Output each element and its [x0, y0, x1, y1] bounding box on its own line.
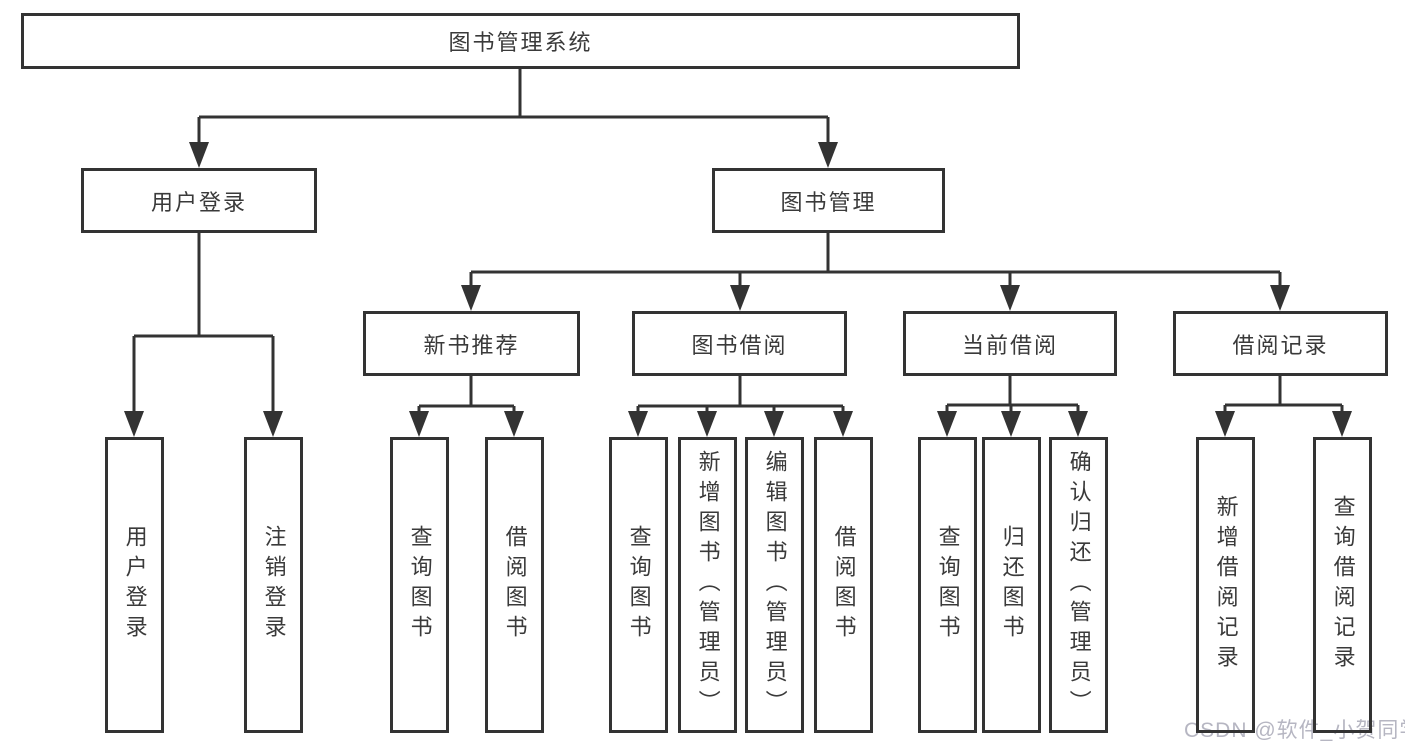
leaf-query-books-borrow: 查询图书 [609, 437, 668, 733]
node-new-book-recommendation-label: 新书推荐 [423, 332, 520, 358]
leaf-return-books: 归还图书 [982, 437, 1041, 733]
leaf-confirm-return-admin-label: 确认归还（管理员） [1066, 450, 1092, 720]
leaf-return-books-label: 归还图书 [999, 525, 1025, 645]
node-current-borrowing: 当前借阅 [903, 311, 1117, 376]
leaf-borrow-books: 借阅图书 [814, 437, 873, 733]
node-user-login: 用户登录 [81, 168, 317, 233]
node-borrowing-records: 借阅记录 [1173, 311, 1388, 376]
leaf-borrow-books-label: 借阅图书 [831, 525, 857, 645]
node-book-management-label: 图书管理 [780, 189, 877, 215]
leaf-borrow-books-recommend-label: 借阅图书 [502, 525, 528, 645]
leaf-query-books-recommend: 查询图书 [390, 437, 449, 733]
node-borrowing-records-label: 借阅记录 [1232, 332, 1329, 358]
leaf-confirm-return-admin: 确认归还（管理员） [1049, 437, 1108, 733]
node-book-management: 图书管理 [712, 168, 945, 233]
leaf-query-books-current-label: 查询图书 [935, 525, 961, 645]
node-current-borrowing-label: 当前借阅 [961, 332, 1058, 358]
connector-paths [132, 69, 1344, 414]
node-book-borrowing-label: 图书借阅 [691, 332, 788, 358]
leaf-user-login-label: 用户登录 [122, 525, 148, 645]
leaf-add-book-admin-label: 新增图书（管理员） [695, 450, 721, 720]
leaf-query-books-recommend-label: 查询图书 [407, 525, 433, 645]
watermark: CSDN @软件_小贺同学 [1184, 719, 1405, 742]
leaf-borrow-books-recommend: 借阅图书 [485, 437, 544, 733]
leaf-add-book-admin: 新增图书（管理员） [678, 437, 737, 733]
leaf-query-books-borrow-label: 查询图书 [626, 525, 652, 645]
leaf-add-borrow-record-label: 新增借阅记录 [1213, 495, 1239, 675]
node-book-borrowing: 图书借阅 [632, 311, 847, 376]
leaf-edit-book-admin: 编辑图书（管理员） [745, 437, 804, 733]
leaf-edit-book-admin-label: 编辑图书（管理员） [762, 450, 788, 720]
leaf-add-borrow-record: 新增借阅记录 [1196, 437, 1255, 733]
leaf-query-books-current: 查询图书 [918, 437, 977, 733]
leaf-logout: 注销登录 [244, 437, 303, 733]
leaf-logout-label: 注销登录 [261, 525, 287, 645]
leaf-query-borrow-record-label: 查询借阅记录 [1330, 495, 1356, 675]
node-root: 图书管理系统 [21, 13, 1020, 69]
node-root-label: 图书管理系统 [448, 30, 593, 55]
node-user-login-label: 用户登录 [150, 189, 247, 215]
leaf-user-login: 用户登录 [105, 437, 164, 733]
node-new-book-recommendation: 新书推荐 [363, 311, 580, 376]
leaf-query-borrow-record: 查询借阅记录 [1313, 437, 1372, 733]
arrowheads [124, 142, 1352, 437]
